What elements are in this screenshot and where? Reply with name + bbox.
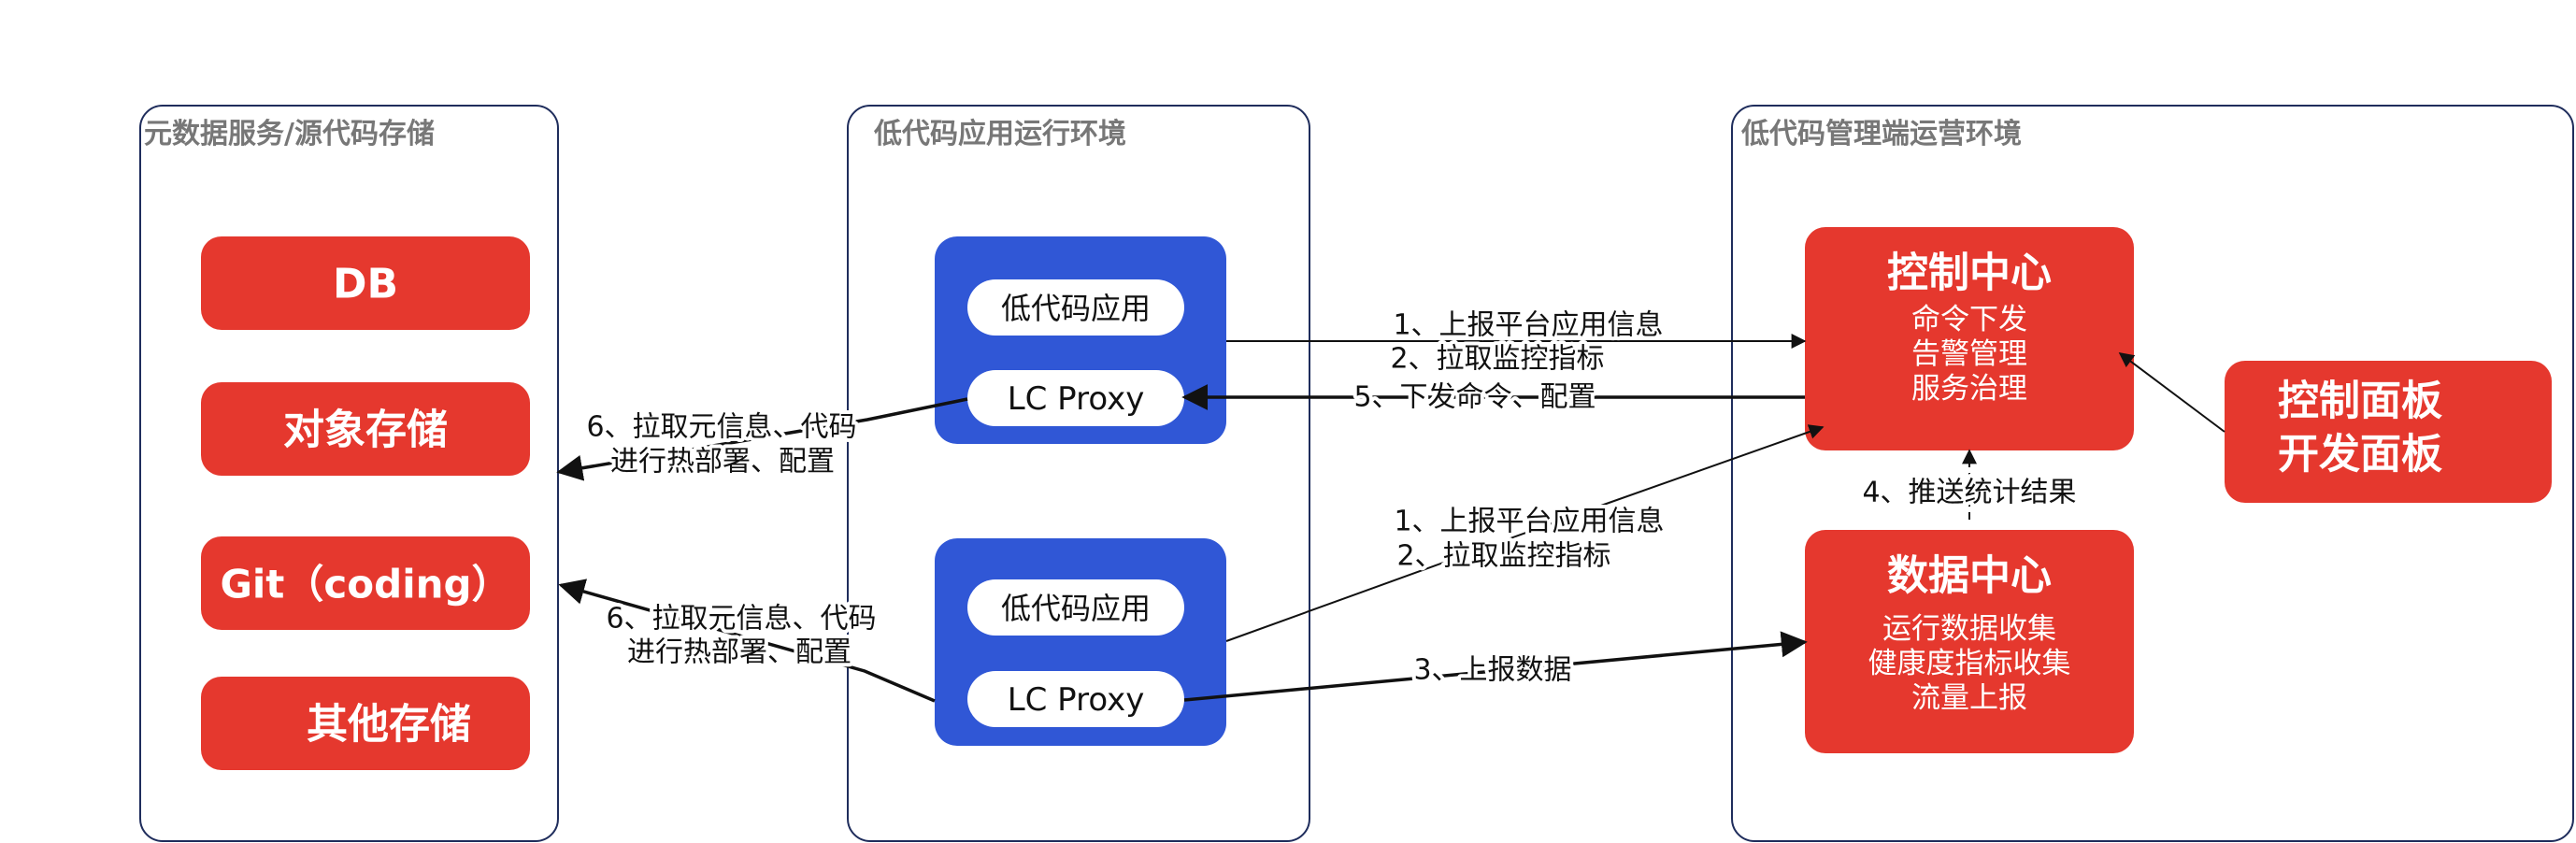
data-center-line-2: 健康度指标收集 [1868,647,2071,680]
proxy-pill-bottom [967,671,1184,727]
storage-object-label: 对象存储 [283,407,448,454]
control-center-title: 控制中心 [1887,250,2052,297]
app-pill-bottom [967,579,1184,636]
edge-report-data [1183,631,1808,702]
panel-line-1: 控制面板 [2278,378,2442,425]
storage-db-label: DB [333,261,398,308]
app-box-top: 低代码应用 LC Proxy [935,236,1226,444]
proxy-label-top: LC Proxy [1008,380,1145,418]
edge-label-pull-top-2: 进行热部署、配置 [610,446,835,479]
storage-other-label: 其他存储 [307,701,471,749]
zone-storage: 元数据服务/源代码存储 [139,105,559,842]
control-center-line-1: 命令下发 [1911,303,2027,336]
app-label-top: 低代码应用 [1001,291,1151,326]
edge-pull-top [556,397,968,481]
edge-pull-bottom [558,579,936,703]
zone-mgmt: 低代码管理端运营环境 [1731,105,2574,842]
control-center: 控制中心 命令下发 告警管理 服务治理 [1805,227,2134,450]
edge-label-pull-bottom-2: 进行热部署、配置 [627,636,852,669]
edge-panel-control [2118,352,2225,433]
data-center-line-3: 流量上报 [1911,681,2027,715]
storage-object: 对象存储 [201,382,530,476]
edge-report-mid [1225,424,1825,642]
data-center: 数据中心 运行数据收集 健康度指标收集 流量上报 [1805,530,2134,753]
app-pill-top [967,279,1184,336]
storage-db: DB [201,236,530,330]
edge-label-report-mid-2: 2、拉取监控指标 [1396,540,1610,573]
edge-label-pull-bottom-1: 6、拉取元信息、代码 [606,603,876,636]
data-center-title: 数据中心 [1887,552,2052,600]
edge-label-command: 5、下发命令、配置 [1353,381,1596,414]
app-box-bottom: 低代码应用 LC Proxy [935,538,1226,746]
panel-line-2: 开发面板 [2278,431,2442,479]
edge-label-report-mid-1: 1、上报平台应用信息 [1394,506,1664,538]
edge-label-report-top-2: 2、拉取监控指标 [1390,343,1604,376]
control-center-line-3: 服务治理 [1911,372,2027,406]
edge-label-push-stats: 4、推送统计结果 [1862,477,2076,509]
zone-storage-title: 元数据服务/源代码存储 [144,118,435,150]
zone-runtime-title: 低代码应用运行环境 [873,118,1126,150]
proxy-label-bottom: LC Proxy [1008,681,1145,719]
app-label-bottom: 低代码应用 [1001,591,1151,626]
zone-mgmt-title: 低代码管理端运营环境 [1740,118,2022,150]
data-center-line-1: 运行数据收集 [1882,612,2056,646]
zone-runtime: 低代码应用运行环境 [847,105,1310,842]
control-center-line-2: 告警管理 [1911,337,2027,371]
panel-box: 控制面板 开发面板 [2225,361,2552,503]
edge-label-pull-top-1: 6、拉取元信息、代码 [586,411,856,444]
storage-git: Git（coding） [201,536,530,630]
storage-git-label: Git（coding） [220,562,510,607]
edge-label-report-data: 3、上报数据 [1413,654,1571,687]
edge-label-report-top-1: 1、上报平台应用信息 [1393,309,1663,342]
proxy-pill-top [967,370,1184,426]
storage-other: 其他存储 [201,677,530,770]
